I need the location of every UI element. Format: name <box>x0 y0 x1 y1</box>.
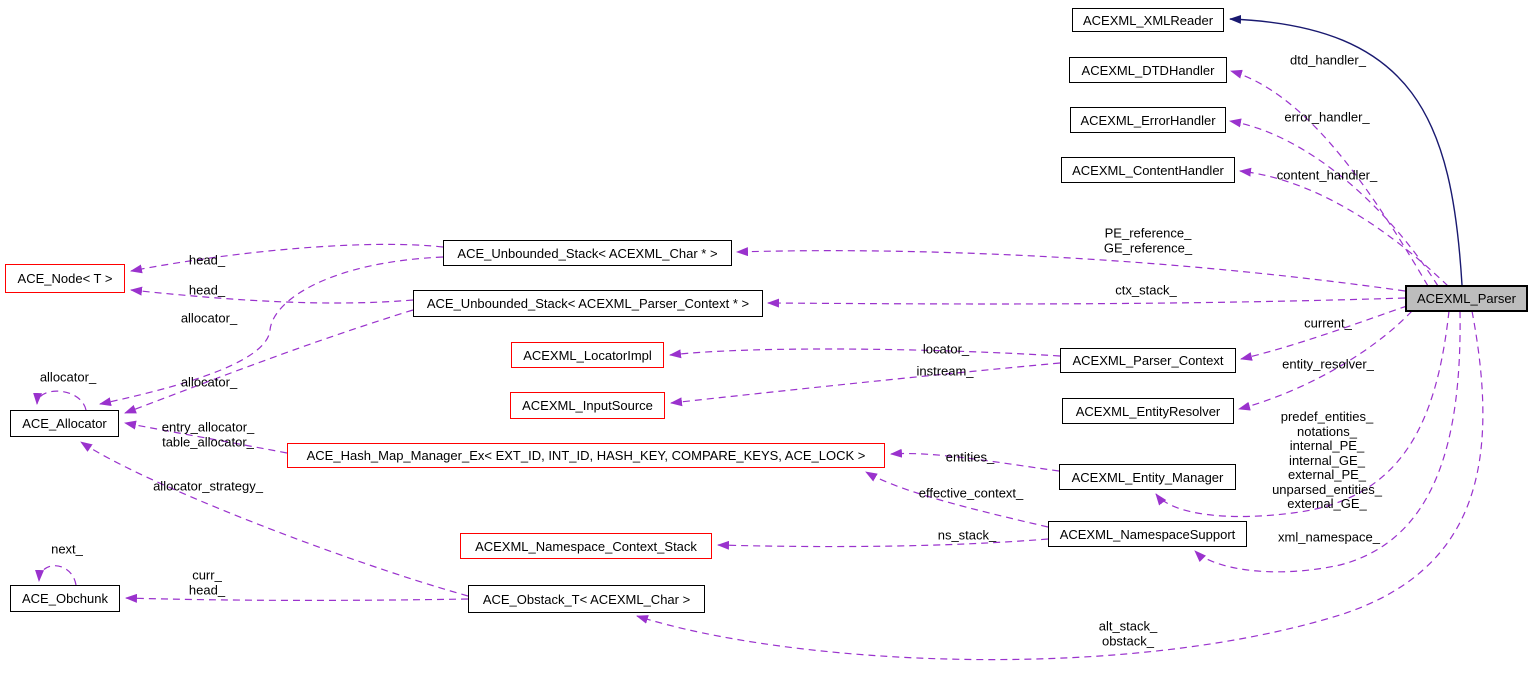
node-acexml-errorhandler[interactable]: ACEXML_ErrorHandler <box>1070 107 1226 133</box>
node-acexml-xmlreader[interactable]: ACEXML_XMLReader <box>1072 8 1224 32</box>
edge-allocator-char-stack <box>99 256 444 407</box>
edge-xml-namespace <box>1194 310 1461 573</box>
edge-dtd-handler <box>1230 69 1429 287</box>
edge-head-ctx-stack <box>130 286 414 304</box>
edge-alt-stack-obstack <box>636 310 1484 661</box>
edge-next-self-loop <box>35 565 77 586</box>
edge-allocator-self-loop <box>33 390 87 411</box>
edge-inheritance-xmlreader <box>1229 14 1463 286</box>
edge-pe-ge-reference <box>736 247 1406 292</box>
edge-entities <box>890 448 1060 472</box>
edge-content-handler <box>1239 167 1449 287</box>
edge-entity-resolver <box>1238 310 1413 411</box>
edge-head-char-stack <box>130 243 444 274</box>
edge-allocator-ctx-stack <box>124 309 414 414</box>
edge-effective-context <box>865 471 1049 528</box>
edge-predef-entities <box>1155 310 1450 518</box>
node-ace-unbounded-stack-parser-context[interactable]: ACE_Unbounded_Stack< ACEXML_Parser_Conte… <box>413 290 763 317</box>
node-acexml-parser-context[interactable]: ACEXML_Parser_Context <box>1060 348 1236 373</box>
edge-allocator-strategy <box>80 441 469 597</box>
node-acexml-namespace-context-stack[interactable]: ACEXML_Namespace_Context_Stack <box>460 533 712 559</box>
node-ace-obstack-t[interactable]: ACE_Obstack_T< ACEXML_Char > <box>468 585 705 613</box>
edge-ns-stack <box>717 538 1049 550</box>
edge-error-handler <box>1229 118 1439 287</box>
edge-current <box>1240 305 1408 361</box>
node-acexml-parser[interactable]: ACEXML_Parser <box>1405 285 1528 312</box>
node-acexml-contenthandler[interactable]: ACEXML_ContentHandler <box>1061 157 1235 183</box>
node-acexml-entityresolver[interactable]: ACEXML_EntityResolver <box>1062 398 1234 424</box>
node-acexml-dtdhandler[interactable]: ACEXML_DTDHandler <box>1069 57 1227 83</box>
edge-entry-table-allocator <box>124 420 288 454</box>
node-ace-obchunk[interactable]: ACE_Obchunk <box>10 585 120 612</box>
node-acexml-locatorimpl[interactable]: ACEXML_LocatorImpl <box>511 342 664 368</box>
node-ace-unbounded-stack-char[interactable]: ACE_Unbounded_Stack< ACEXML_Char * > <box>443 240 732 266</box>
node-acexml-namespacesupport[interactable]: ACEXML_NamespaceSupport <box>1048 521 1247 547</box>
edge-ctx-stack <box>767 297 1406 308</box>
node-ace-node-t[interactable]: ACE_Node< T > <box>5 264 125 293</box>
node-acexml-inputsource[interactable]: ACEXML_InputSource <box>510 392 665 419</box>
node-acexml-entity-manager[interactable]: ACEXML_Entity_Manager <box>1059 464 1236 490</box>
edge-curr-head <box>125 593 469 603</box>
node-ace-allocator[interactable]: ACE_Allocator <box>10 410 119 437</box>
edge-instream <box>670 362 1061 407</box>
node-ace-hash-map-manager-ex[interactable]: ACE_Hash_Map_Manager_Ex< EXT_ID, INT_ID,… <box>287 443 885 468</box>
edge-locator <box>669 348 1061 359</box>
